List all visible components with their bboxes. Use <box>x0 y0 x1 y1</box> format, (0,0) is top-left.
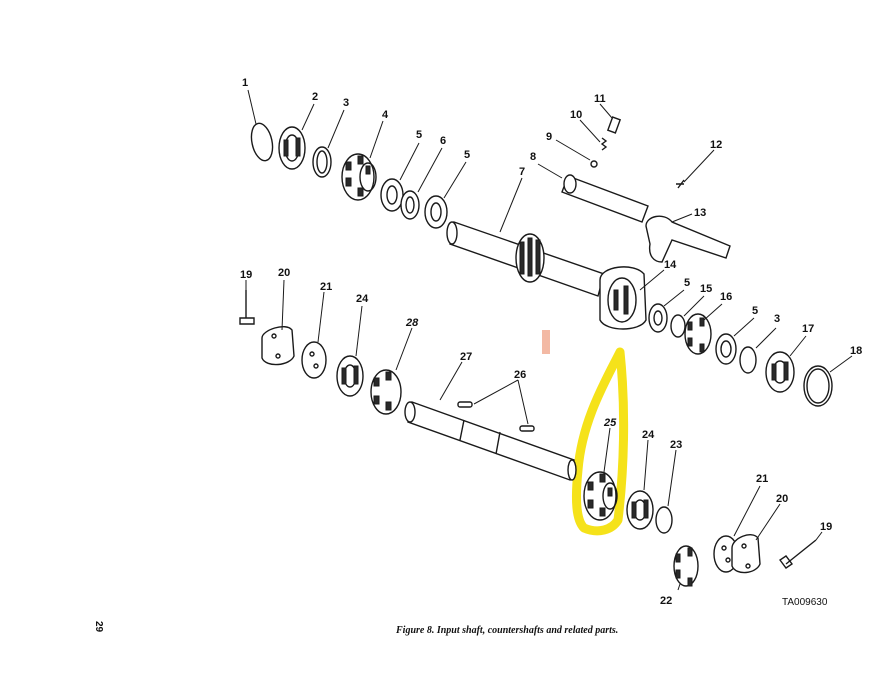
callout-6: 6 <box>440 135 446 147</box>
callout-24: 24 <box>642 429 655 441</box>
callout-3: 3 <box>343 97 349 109</box>
callout-22: 22 <box>660 595 672 607</box>
part-spring-10 <box>579 119 608 151</box>
highlight-outline <box>571 347 629 536</box>
part-screw-12 <box>676 149 715 189</box>
part-washer-21a <box>301 291 327 379</box>
callout-4: 4 <box>382 109 389 121</box>
callout-19: 19 <box>240 269 252 281</box>
callout-21: 21 <box>320 281 332 293</box>
part-gear-25 <box>583 427 618 521</box>
callout-5: 5 <box>684 277 690 289</box>
callout-12: 12 <box>710 139 722 151</box>
part-gear-4 <box>341 120 384 201</box>
part-plate-20b <box>731 503 781 574</box>
part-shift-fork-13 <box>645 213 731 263</box>
callout-17: 17 <box>802 323 814 335</box>
callout-11: 11 <box>594 93 606 105</box>
part-ring-3b <box>739 327 777 374</box>
callout-13: 13 <box>694 207 706 219</box>
part-bearing-5b <box>424 161 467 229</box>
part-bearing-5c <box>648 289 685 333</box>
callout-7: 7 <box>519 166 525 178</box>
callout-20: 20 <box>278 267 290 279</box>
part-bearing-24a <box>336 305 364 397</box>
part-ring-18 <box>803 355 853 407</box>
part-bearing-5a <box>380 142 420 212</box>
part-shift-rail-8 <box>537 163 649 223</box>
callout-19: 19 <box>820 521 832 533</box>
part-bearing-5d <box>715 317 755 365</box>
part-input-shaft-7 <box>446 177 605 297</box>
callout-14: 14 <box>664 259 677 271</box>
callout-8: 8 <box>530 151 536 163</box>
part-ring-3 <box>312 109 345 178</box>
callout-28: 28 <box>405 317 419 329</box>
callout-15: 15 <box>700 283 712 295</box>
annotation-mark <box>542 330 550 354</box>
part-plug-11 <box>599 103 622 134</box>
callout-5: 5 <box>752 305 758 317</box>
part-bearing-2 <box>278 103 315 170</box>
callout-5: 5 <box>416 129 422 141</box>
part-snap-ring-1 <box>247 89 274 162</box>
part-countershaft-27 <box>404 361 577 481</box>
part-gear-28 <box>370 327 413 415</box>
figure-caption: Figure 8. Input shaft, countershafts and… <box>396 625 619 636</box>
callout-labels: 1 2 3 4 5 6 5 7 8 9 10 11 12 13 14 5 15 … <box>240 77 862 607</box>
part-gear-16 <box>684 303 723 355</box>
callout-2: 2 <box>312 91 318 103</box>
callout-16: 16 <box>720 291 732 303</box>
part-bolt-19a <box>239 280 255 325</box>
part-retainer-14 <box>599 266 665 330</box>
callout-25: 25 <box>603 417 617 429</box>
callout-1: 1 <box>242 77 248 89</box>
part-spacer-15 <box>670 295 705 338</box>
callout-10: 10 <box>570 109 582 121</box>
callout-18: 18 <box>850 345 862 357</box>
callout-26: 26 <box>514 369 526 381</box>
part-spacer-6 <box>400 147 443 220</box>
callout-21: 21 <box>756 473 768 485</box>
part-ball-9 <box>555 139 598 168</box>
callout-5: 5 <box>464 149 470 161</box>
callout-9: 9 <box>546 131 552 143</box>
callout-24: 24 <box>356 293 369 305</box>
part-bolt-19b <box>778 531 823 569</box>
callout-27: 27 <box>460 351 472 363</box>
part-bearing-17 <box>765 335 807 393</box>
drawing-number: TA009630 <box>782 597 828 608</box>
part-gear-22 <box>673 545 699 591</box>
callout-23: 23 <box>670 439 682 451</box>
callout-3: 3 <box>774 313 780 325</box>
part-bearing-24b <box>626 439 654 530</box>
part-keys-26 <box>457 379 535 432</box>
page-number: 29 <box>93 621 104 633</box>
callout-20: 20 <box>776 493 788 505</box>
part-snap-ring-23 <box>655 449 677 534</box>
part-plate-20a <box>261 279 295 366</box>
